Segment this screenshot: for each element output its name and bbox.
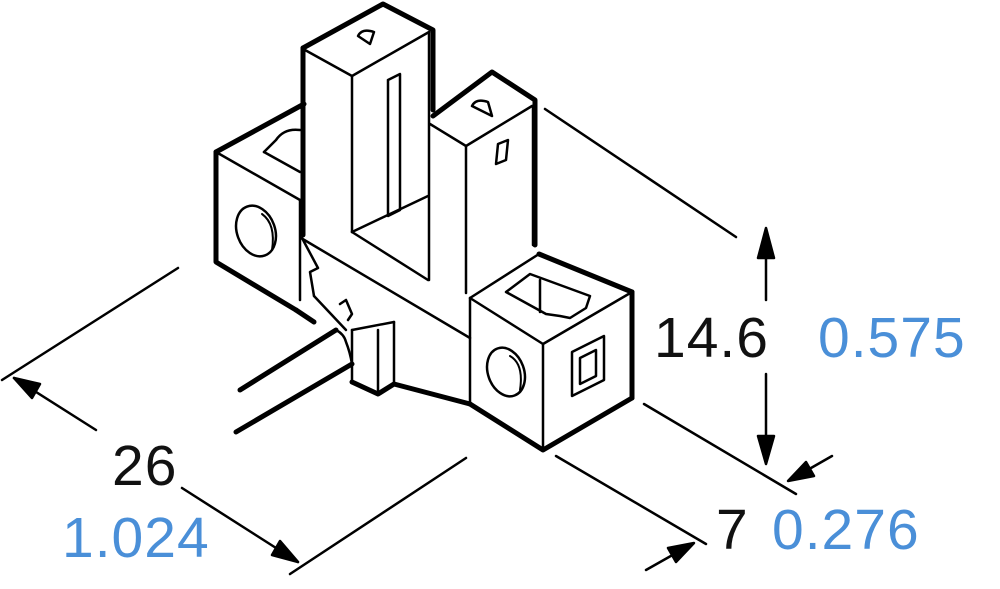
right-tower xyxy=(428,69,538,295)
left-tower-arrow-mark-icon xyxy=(356,29,376,46)
depth-mm-label: 7 xyxy=(716,498,749,562)
width-mm-label: 26 xyxy=(112,434,178,498)
cable xyxy=(233,327,355,435)
right-tower-window-icon xyxy=(494,138,510,166)
height-mm-label: 14.6 xyxy=(654,306,769,370)
height-dimension xyxy=(543,107,798,496)
left-mounting-hole-icon xyxy=(234,204,278,258)
depth-dimension xyxy=(554,454,834,572)
height-inch-label: 0.575 xyxy=(818,306,966,370)
width-dimension xyxy=(0,266,468,576)
right-tower-arrow-mark-icon xyxy=(470,99,494,118)
side-window-icon xyxy=(570,334,606,398)
width-inch-label: 1.024 xyxy=(62,506,210,570)
left-mounting-block xyxy=(213,101,307,313)
right-mounting-block xyxy=(467,251,635,453)
right-mounting-hole-icon xyxy=(485,346,527,398)
left-tower xyxy=(300,1,436,282)
depth-inch-label: 0.276 xyxy=(772,498,920,562)
center-base xyxy=(293,236,473,407)
